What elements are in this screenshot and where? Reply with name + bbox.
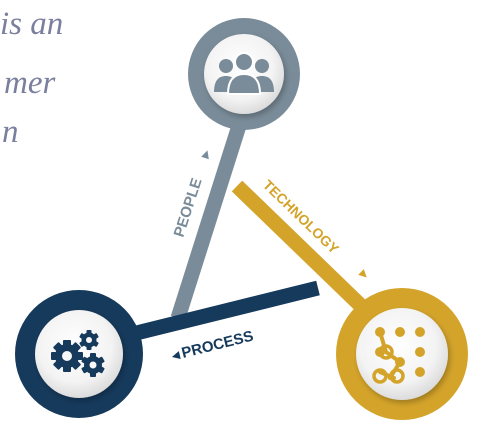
people-arrow xyxy=(201,150,209,160)
process-label: PROCESS xyxy=(180,328,255,362)
process-node xyxy=(15,290,143,418)
people-bar xyxy=(170,107,252,321)
circuit-nodes-icon xyxy=(372,327,425,384)
technology-arrow xyxy=(358,269,367,278)
people-node xyxy=(188,18,300,130)
process-bar xyxy=(106,280,320,348)
quote-text-line-3: n xyxy=(2,114,19,150)
people-group-icon xyxy=(214,52,274,95)
technology-node xyxy=(336,288,468,420)
quote-text-line-1: is an xyxy=(0,6,64,42)
gears-icon xyxy=(51,330,105,377)
quote-text-line-2: mer xyxy=(4,65,56,101)
process-arrow xyxy=(172,351,181,359)
